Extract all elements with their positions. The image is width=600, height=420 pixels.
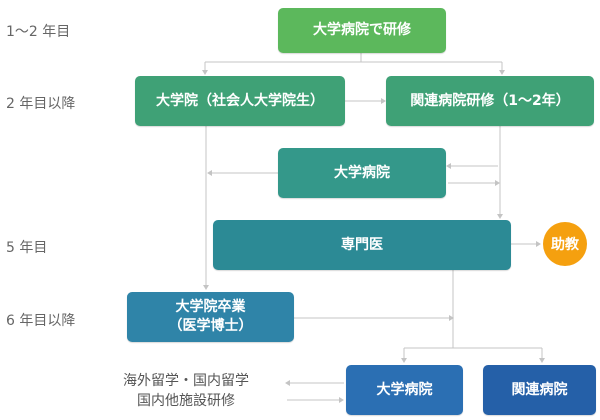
- grad-completion-line1: 大学院卒業: [175, 299, 246, 316]
- study-abroad-line2: 国内他施設研修: [137, 393, 235, 410]
- box-affiliated-hospital: 関連病院: [483, 365, 596, 415]
- box-graduate-school-working: 大学院（社会人大学院生）: [135, 76, 345, 126]
- stage-label-year2-plus: 2 年目以降: [6, 96, 76, 112]
- grad-completion-line2: （医学博士）: [168, 318, 253, 334]
- box-university-hospital-mid: 大学病院: [278, 148, 446, 198]
- stage-label-year1-2: 1〜2 年目: [6, 24, 71, 40]
- box-affiliated-hospital-training: 関連病院研修（1〜2年）: [386, 76, 594, 126]
- stage-label-year5: 5 年目: [6, 240, 48, 256]
- box-university-hospital-training: 大学病院で研修: [278, 8, 446, 53]
- box-graduate-school-completion: 大学院卒業 （医学博士）: [127, 292, 294, 342]
- badge-assistant-professor: 助教: [543, 222, 587, 266]
- study-abroad-line1: 海外留学・国内留学: [123, 373, 249, 389]
- stage-label-year6-plus: 6 年目以降: [6, 313, 76, 329]
- box-specialist: 専門医: [213, 220, 511, 270]
- box-university-hospital-final: 大学病院: [346, 365, 463, 415]
- study-abroad-note: 海外留学・国内留学 国内他施設研修: [123, 371, 249, 412]
